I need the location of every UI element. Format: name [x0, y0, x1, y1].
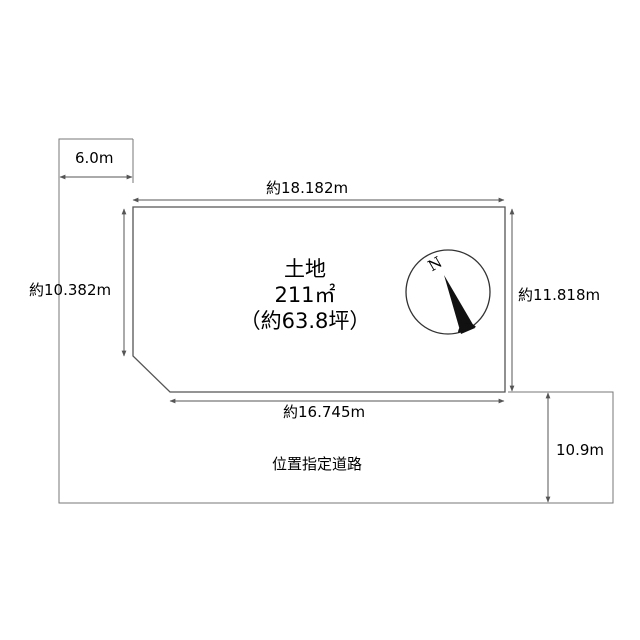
outer-boundary: [58, 138, 614, 504]
lot-tsubo: （約63.8坪）: [239, 309, 371, 333]
lot-outline: [132, 206, 506, 393]
dim-bottom-label: 約16.745m: [283, 403, 366, 421]
north-compass-icon: N: [405, 249, 491, 335]
dim-frontage-label: 6.0m: [75, 149, 114, 167]
dim-top-label: 約18.182m: [266, 179, 349, 197]
road-label: 位置指定道路: [272, 455, 363, 473]
lot-label: 土地: [284, 257, 326, 281]
compass-north-label: N: [425, 253, 445, 275]
lot-info: 土地 211㎡ （約63.8坪）: [220, 256, 390, 334]
dim-road-label: 10.9m: [556, 441, 605, 459]
dim-left-label: 約10.382m: [29, 281, 112, 299]
lot-area: 211㎡: [274, 283, 336, 307]
dim-right-label: 約11.818m: [518, 286, 601, 304]
